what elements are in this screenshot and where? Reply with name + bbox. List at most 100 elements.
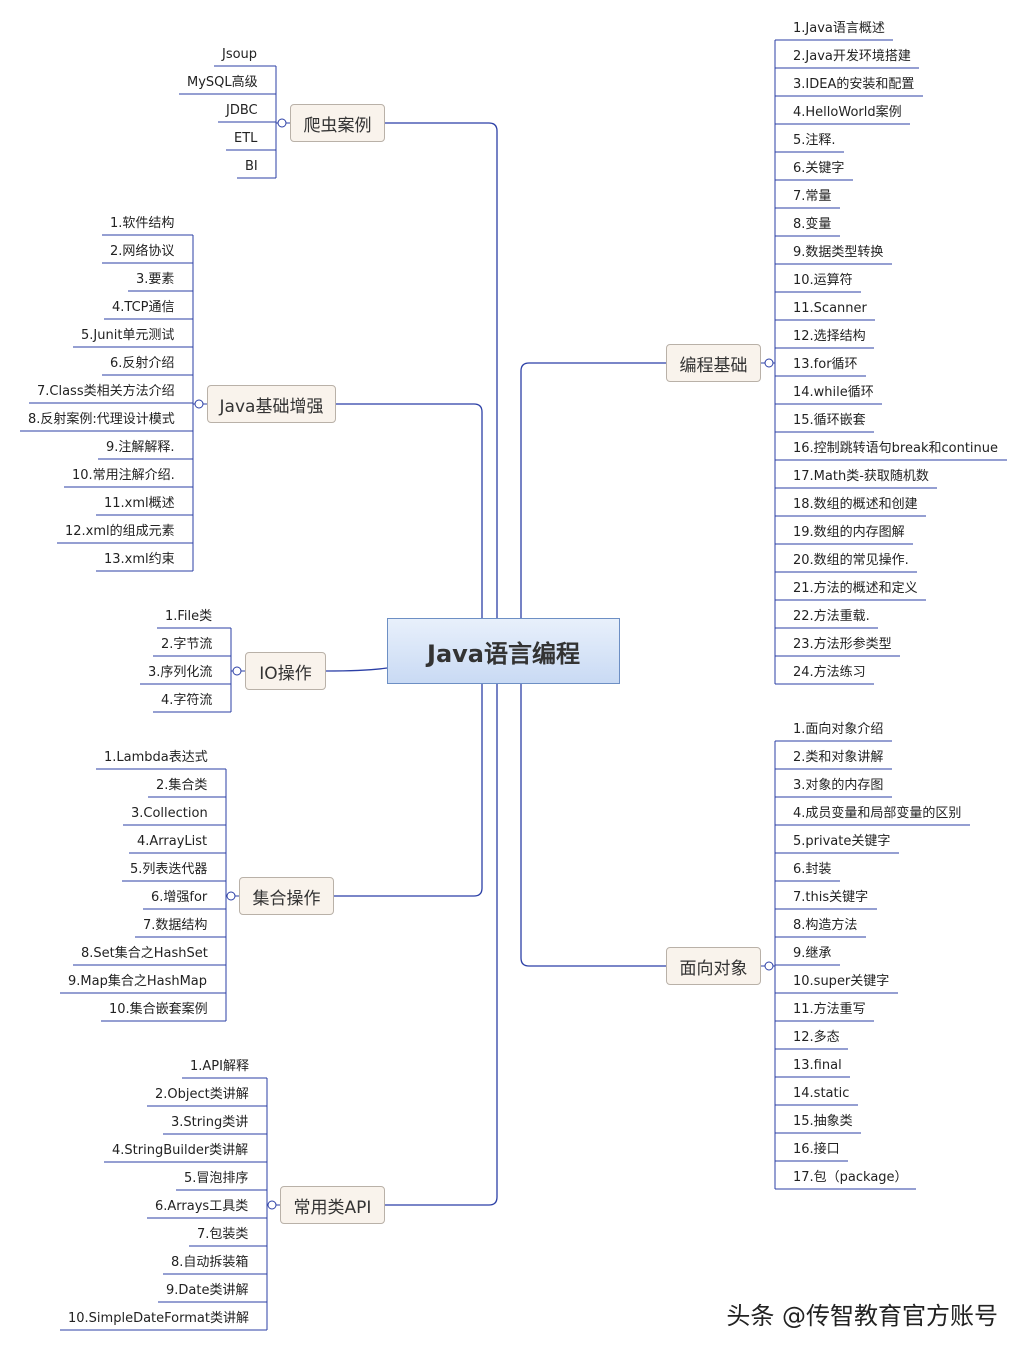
topic-basics-14[interactable]: 14.while循环 <box>793 385 874 400</box>
topic-api-4[interactable]: 4.StringBuilder类讲解 <box>112 1143 249 1158</box>
topic-collection-10[interactable]: 10.集合嵌套案例 <box>109 1002 208 1017</box>
topic-basics-15[interactable]: 15.循环嵌套 <box>793 413 866 428</box>
topic-io-3[interactable]: 3.序列化流 <box>148 665 213 680</box>
topic-java-enhance-7[interactable]: 7.Class类相关方法介绍 <box>37 384 175 399</box>
topic-basics-21[interactable]: 21.方法的概述和定义 <box>793 581 918 596</box>
topic-java-enhance-3[interactable]: 3.要素 <box>136 272 175 287</box>
topic-java-enhance-4[interactable]: 4.TCP通信 <box>112 300 175 315</box>
topic-api-3[interactable]: 3.String类讲 <box>171 1115 249 1130</box>
topic-collection-7[interactable]: 7.数据结构 <box>143 918 208 933</box>
collapse-toggle-oop[interactable] <box>764 961 774 971</box>
topic-java-enhance-2[interactable]: 2.网络协议 <box>110 244 175 259</box>
topic-oop-14[interactable]: 14.static <box>793 1086 850 1101</box>
topic-java-enhance-12[interactable]: 12.xml的组成元素 <box>65 524 175 539</box>
topic-oop-15[interactable]: 15.抽象类 <box>793 1114 853 1129</box>
topic-basics-8[interactable]: 8.变量 <box>793 217 832 232</box>
branch-java-enhance[interactable]: Java基础增强 <box>207 385 336 423</box>
topic-api-6[interactable]: 6.Arrays工具类 <box>155 1199 249 1214</box>
topic-java-enhance-1[interactable]: 1.软件结构 <box>110 216 175 231</box>
topic-oop-4[interactable]: 4.成员变量和局部变量的区别 <box>793 806 962 821</box>
topic-basics-11[interactable]: 11.Scanner <box>793 301 867 316</box>
topic-basics-24[interactable]: 24.方法练习 <box>793 665 866 680</box>
topic-io-2[interactable]: 2.字节流 <box>161 637 213 652</box>
topic-java-enhance-10[interactable]: 10.常用注解介绍. <box>72 468 175 483</box>
topic-oop-10[interactable]: 10.super关键字 <box>793 974 890 989</box>
topic-io-4[interactable]: 4.字符流 <box>161 693 213 708</box>
topic-api-9[interactable]: 9.Date类讲解 <box>166 1283 249 1298</box>
branch-api[interactable]: 常用类API <box>280 1186 385 1224</box>
topic-oop-2[interactable]: 2.类和对象讲解 <box>793 750 884 765</box>
topic-oop-6[interactable]: 6.封装 <box>793 862 832 877</box>
topic-oop-12[interactable]: 12.多态 <box>793 1030 840 1045</box>
collapse-toggle-api[interactable] <box>267 1200 277 1210</box>
topic-collection-3[interactable]: 3.Collection <box>131 806 208 821</box>
topic-oop-13[interactable]: 13.final <box>793 1058 842 1073</box>
topic-basics-16[interactable]: 16.控制跳转语句break和continue <box>793 441 999 456</box>
topic-basics-19[interactable]: 19.数组的内存图解 <box>793 525 905 540</box>
topic-collection-2[interactable]: 2.集合类 <box>156 778 208 793</box>
topic-oop-5[interactable]: 5.private关键字 <box>793 834 891 849</box>
branch-io[interactable]: IO操作 <box>245 652 326 690</box>
topic-basics-6[interactable]: 6.关键字 <box>793 161 845 176</box>
topic-io-1[interactable]: 1.File类 <box>165 609 213 624</box>
topic-api-7[interactable]: 7.包装类 <box>197 1227 249 1242</box>
topic-pachong-4[interactable]: ETL <box>234 131 258 146</box>
topic-oop-17[interactable]: 17.包（package） <box>793 1170 908 1185</box>
connector-pachong <box>385 122 498 618</box>
branch-collection[interactable]: 集合操作 <box>239 877 334 915</box>
topic-basics-4[interactable]: 4.HelloWorld案例 <box>793 105 902 120</box>
topic-collection-6[interactable]: 6.增强for <box>151 890 208 905</box>
topic-oop-1[interactable]: 1.面向对象介绍 <box>793 722 884 737</box>
topic-basics-2[interactable]: 2.Java开发环境搭建 <box>793 49 911 64</box>
topic-basics-18[interactable]: 18.数组的概述和创建 <box>793 497 918 512</box>
topic-api-1[interactable]: 1.API解释 <box>190 1059 249 1074</box>
topic-collection-4[interactable]: 4.ArrayList <box>137 834 208 849</box>
branch-oop[interactable]: 面向对象 <box>666 947 761 985</box>
topic-basics-3[interactable]: 3.IDEA的安装和配置 <box>793 77 915 92</box>
topic-basics-9[interactable]: 9.数据类型转换 <box>793 245 884 260</box>
topic-basics-17[interactable]: 17.Math类-获取随机数 <box>793 469 929 484</box>
topic-api-8[interactable]: 8.自动拆装箱 <box>171 1255 249 1270</box>
central-topic[interactable]: Java语言编程 <box>387 618 620 684</box>
connector-io <box>325 667 388 672</box>
topic-collection-1[interactable]: 1.Lambda表达式 <box>104 750 208 765</box>
topic-oop-8[interactable]: 8.构造方法 <box>793 918 858 933</box>
topic-java-enhance-11[interactable]: 11.xml概述 <box>104 496 175 511</box>
topic-collection-8[interactable]: 8.Set集合之HashSet <box>81 946 208 961</box>
topic-basics-1[interactable]: 1.Java语言概述 <box>793 21 885 36</box>
topic-basics-23[interactable]: 23.方法形参类型 <box>793 637 892 652</box>
topic-collection-9[interactable]: 9.Map集合之HashMap <box>68 974 208 989</box>
topic-pachong-1[interactable]: Jsoup <box>222 47 258 62</box>
topic-basics-13[interactable]: 13.for循环 <box>793 357 858 372</box>
collapse-toggle-basics[interactable] <box>764 358 774 368</box>
topic-basics-10[interactable]: 10.运算符 <box>793 273 853 288</box>
branch-basics[interactable]: 编程基础 <box>666 344 761 382</box>
topic-api-10[interactable]: 10.SimpleDateFormat类讲解 <box>68 1311 249 1326</box>
topic-basics-12[interactable]: 12.选择结构 <box>793 329 866 344</box>
topic-oop-3[interactable]: 3.对象的内存图 <box>793 778 884 793</box>
topic-pachong-2[interactable]: MySQL高级 <box>187 75 258 90</box>
topic-api-5[interactable]: 5.冒泡排序 <box>184 1171 249 1186</box>
topic-pachong-5[interactable]: BI <box>245 159 258 174</box>
topic-oop-9[interactable]: 9.继承 <box>793 946 832 961</box>
topic-api-2[interactable]: 2.Object类讲解 <box>155 1087 249 1102</box>
topic-oop-11[interactable]: 11.方法重写 <box>793 1002 866 1017</box>
topic-basics-7[interactable]: 7.常量 <box>793 189 832 204</box>
topic-java-enhance-8[interactable]: 8.反射案例:代理设计模式 <box>28 412 175 427</box>
topic-java-enhance-13[interactable]: 13.xml约束 <box>104 552 175 567</box>
collapse-toggle-collection[interactable] <box>226 891 236 901</box>
topic-basics-20[interactable]: 20.数组的常见操作. <box>793 553 909 568</box>
topic-collection-5[interactable]: 5.列表迭代器 <box>130 862 208 877</box>
topic-basics-5[interactable]: 5.注释. <box>793 133 836 148</box>
topic-java-enhance-5[interactable]: 5.Junit单元测试 <box>81 328 175 343</box>
topic-java-enhance-9[interactable]: 9.注解解释. <box>106 440 175 455</box>
collapse-toggle-io[interactable] <box>232 666 242 676</box>
collapse-toggle-java-enhance[interactable] <box>194 399 204 409</box>
topic-pachong-3[interactable]: JDBC <box>226 103 258 118</box>
collapse-toggle-pachong[interactable] <box>277 118 287 128</box>
topic-oop-7[interactable]: 7.this关键字 <box>793 890 869 905</box>
topic-basics-22[interactable]: 22.方法重载. <box>793 609 870 624</box>
branch-pachong[interactable]: 爬虫案例 <box>290 104 385 142</box>
topic-oop-16[interactable]: 16.接口 <box>793 1142 840 1157</box>
topic-java-enhance-6[interactable]: 6.反射介绍 <box>110 356 175 371</box>
